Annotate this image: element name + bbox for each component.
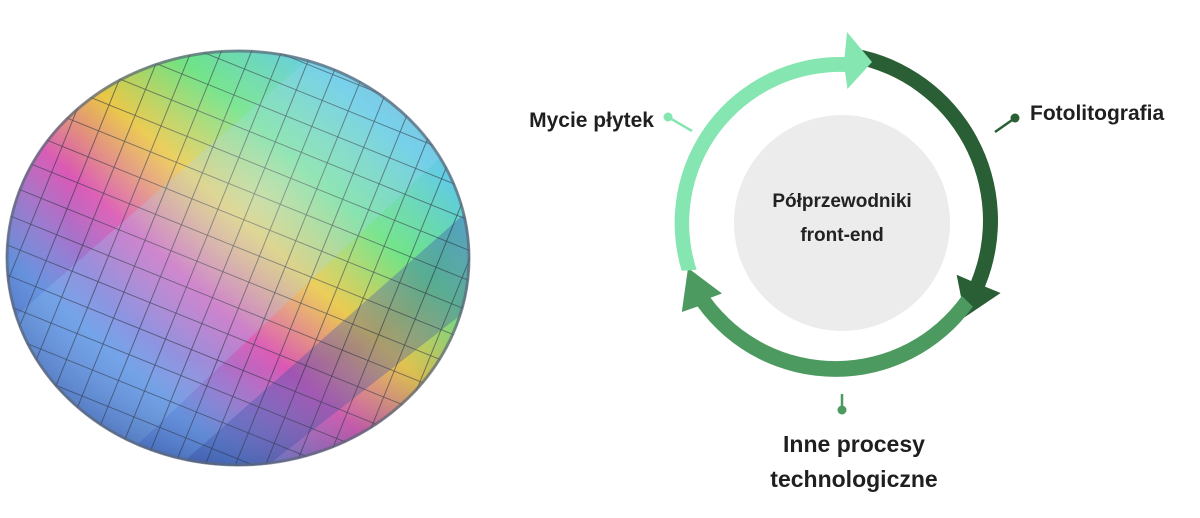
center-circle [734, 115, 950, 331]
connector-photo [994, 113, 1020, 134]
stage-label-other-line2: technologiczne [770, 466, 937, 492]
stage-label-other-line1: Inne procesy [783, 431, 925, 457]
stage-label-wash: Mycie płytek [529, 109, 654, 132]
silicon-wafer-image [5, 49, 471, 467]
connector-other [837, 394, 847, 415]
connector-wash [663, 112, 693, 133]
center-label-line2: front-end [800, 225, 883, 246]
cycle-arrow-wafer-cleaning [674, 32, 872, 271]
cycle-arrow-other-processes [681, 268, 973, 377]
cycle-arrow-photolithography [853, 48, 1001, 317]
stage-label-photo: Fotolitografia [1030, 102, 1164, 125]
center-label-line1: Półprzewodniki [772, 191, 911, 212]
